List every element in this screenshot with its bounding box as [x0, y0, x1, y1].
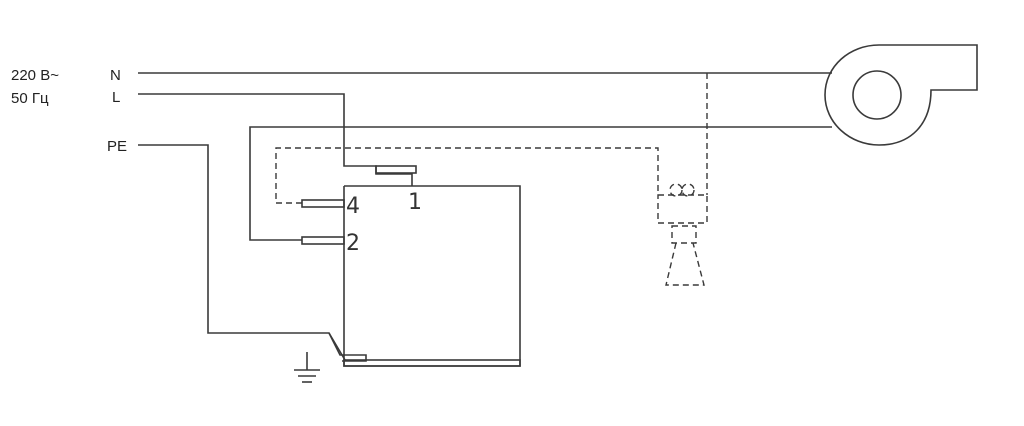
line-label: L [112, 89, 120, 106]
fan-return-wire [249, 126, 832, 241]
flame-sensor-icon [657, 183, 708, 286]
voltage-label: 220 В~ [11, 67, 59, 84]
earth-tab [328, 332, 367, 362]
neutral-label: N [110, 67, 121, 84]
frequency-label: 50 Гц [11, 90, 49, 107]
control-box [343, 185, 521, 367]
earth-label: PE [107, 138, 127, 155]
earth-wire [138, 144, 346, 361]
terminal-4-label: 4 [346, 194, 360, 219]
control-box-base [343, 359, 521, 367]
centrifugal-fan-icon [824, 44, 978, 146]
terminal-4-connector [301, 199, 345, 208]
line-wire [138, 93, 413, 186]
ground-icon [294, 352, 320, 383]
terminal-2-label: 2 [346, 231, 360, 256]
terminal-1-connector [375, 165, 417, 174]
terminal-1-label: 1 [408, 190, 422, 215]
terminal-2-connector [301, 236, 345, 245]
dashed-control-wire [275, 147, 659, 204]
